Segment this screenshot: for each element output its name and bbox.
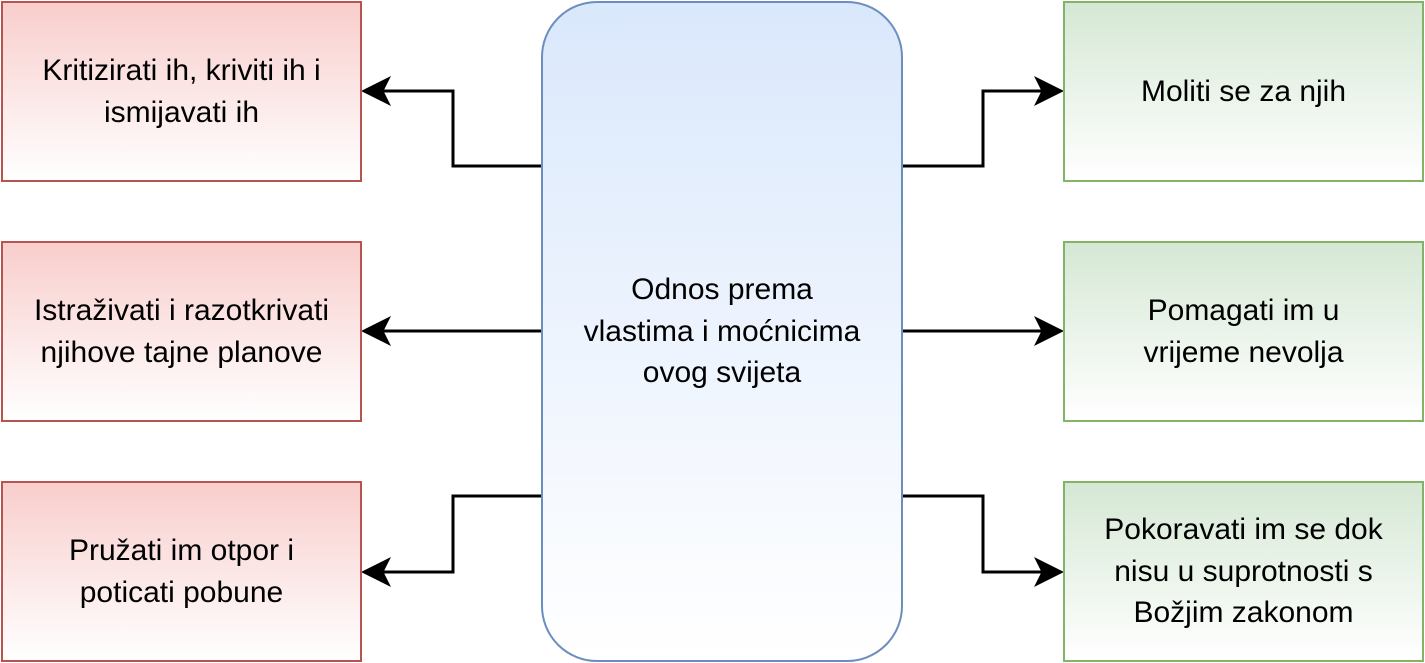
arrow-to-left-box-3 — [361, 494, 541, 587]
right-box-pray: Moliti se za njih — [1063, 1, 1424, 182]
right-box-help: Pomagati im u vrijeme nevolja — [1063, 241, 1424, 422]
arrow-to-left-box-1 — [361, 76, 541, 168]
arrow-to-right-box-1 — [903, 76, 1064, 168]
left-box-criticize: Kritizirati ih, kriviti ih i ismijavati … — [1, 1, 362, 182]
left-box-investigate: Istraživati i razotkrivati njihove tajne… — [1, 241, 362, 422]
left-box-criticize-label: Kritizirati ih, kriviti ih i ismijavati … — [42, 54, 321, 129]
left-box-resist: Pružati im otpor i poticati pobune — [1, 481, 362, 662]
right-box-pray-label: Moliti se za njih — [1140, 74, 1347, 108]
right-box-submit-label: Pokoravati im se dok nisu u suprotnosti … — [1104, 513, 1383, 630]
center-box: Odnos prema vlastima i moćnicima ovog sv… — [541, 1, 903, 662]
right-box-submit: Pokoravati im se dok nisu u suprotnosti … — [1063, 481, 1424, 662]
left-box-investigate-label: Istraživati i razotkrivati njihove tajne… — [33, 294, 330, 369]
left-box-resist-label: Pružati im otpor i poticati pobune — [68, 534, 295, 609]
arrow-to-right-box-3 — [903, 494, 1064, 587]
right-box-help-label: Pomagati im u vrijeme nevolja — [1143, 294, 1344, 369]
center-box-label: Odnos prema vlastima i moćnicima ovog sv… — [583, 273, 861, 390]
